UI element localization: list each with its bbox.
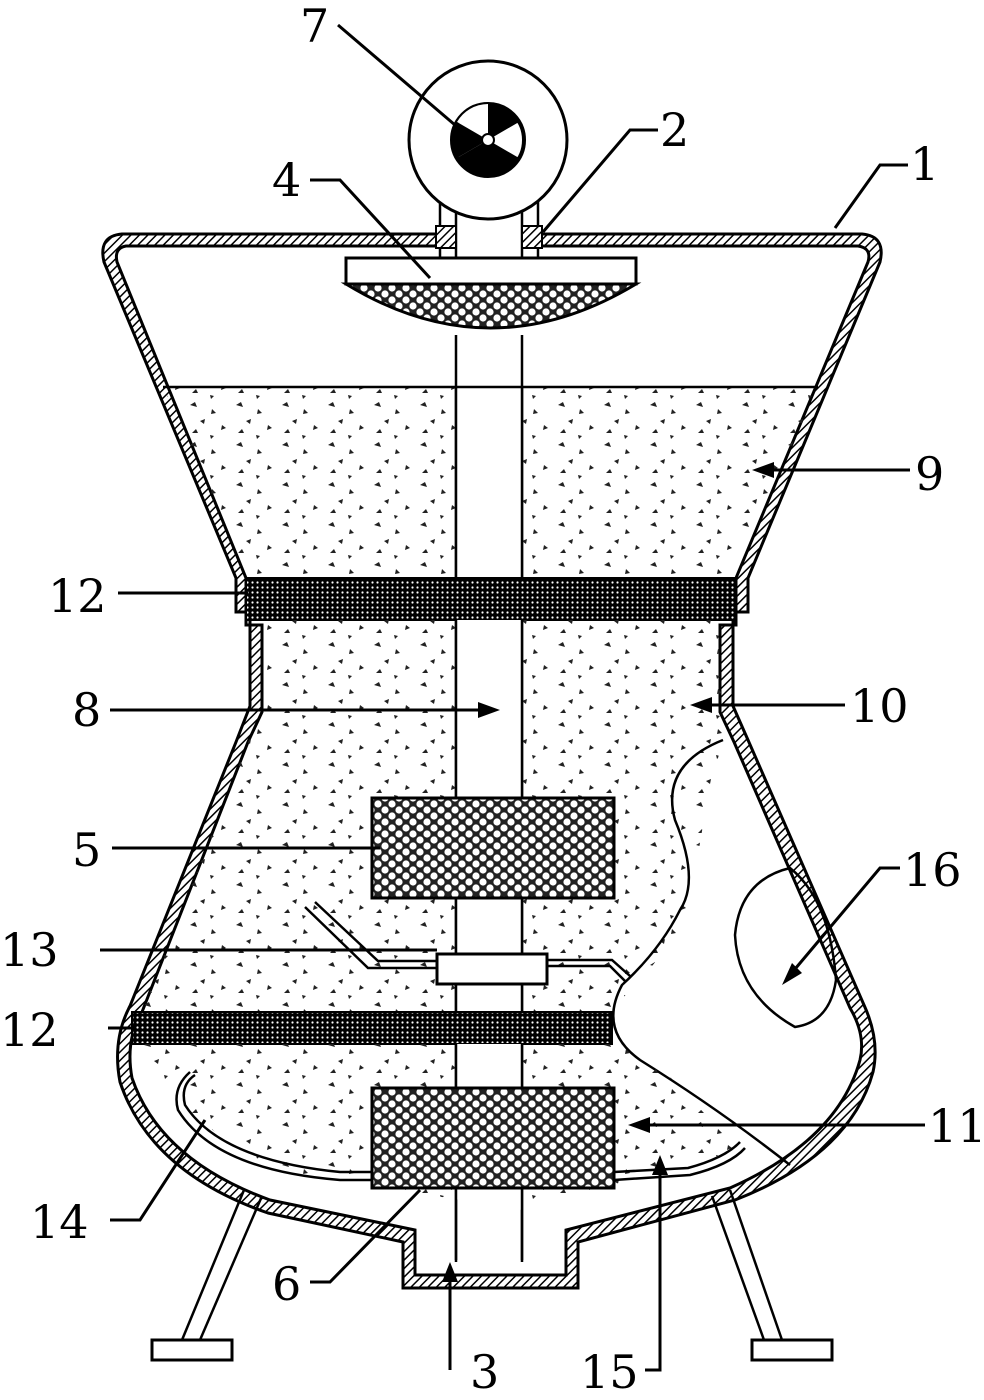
label-5: 5 — [72, 823, 101, 877]
label-6: 6 — [272, 1257, 301, 1311]
label-14: 14 — [30, 1195, 89, 1249]
label-9: 9 — [915, 447, 944, 501]
label-4: 4 — [272, 153, 301, 207]
upper-mesh-plate — [245, 577, 737, 621]
heating-coil — [182, 1073, 372, 1174]
label-12-upper: 12 — [48, 569, 107, 623]
support-legs — [150, 1189, 834, 1362]
label-15: 15 — [580, 1345, 639, 1399]
label-3: 3 — [470, 1345, 499, 1399]
label-7: 7 — [300, 0, 329, 53]
side-chamber — [733, 866, 838, 1029]
lower-filter-cartridge — [370, 1086, 616, 1190]
inner-curved-wall — [612, 738, 791, 1166]
label-1: 1 — [910, 137, 939, 191]
lower-mesh-plate — [131, 1011, 613, 1045]
label-13: 13 — [0, 923, 59, 977]
distributor-head — [344, 256, 638, 286]
label-2: 2 — [660, 103, 689, 157]
connector-block — [435, 952, 549, 986]
label-8: 8 — [72, 683, 101, 737]
label-11: 11 — [928, 1099, 984, 1153]
fan-icon — [450, 102, 526, 178]
arrowheads — [442, 462, 802, 1282]
label-16: 16 — [903, 843, 962, 897]
bottom-tube — [613, 1147, 746, 1182]
upper-filter-cartridge — [370, 796, 616, 900]
label-12-lower: 12 — [0, 1003, 59, 1057]
leader-lines — [100, 23, 925, 1372]
label-10: 10 — [850, 679, 909, 733]
